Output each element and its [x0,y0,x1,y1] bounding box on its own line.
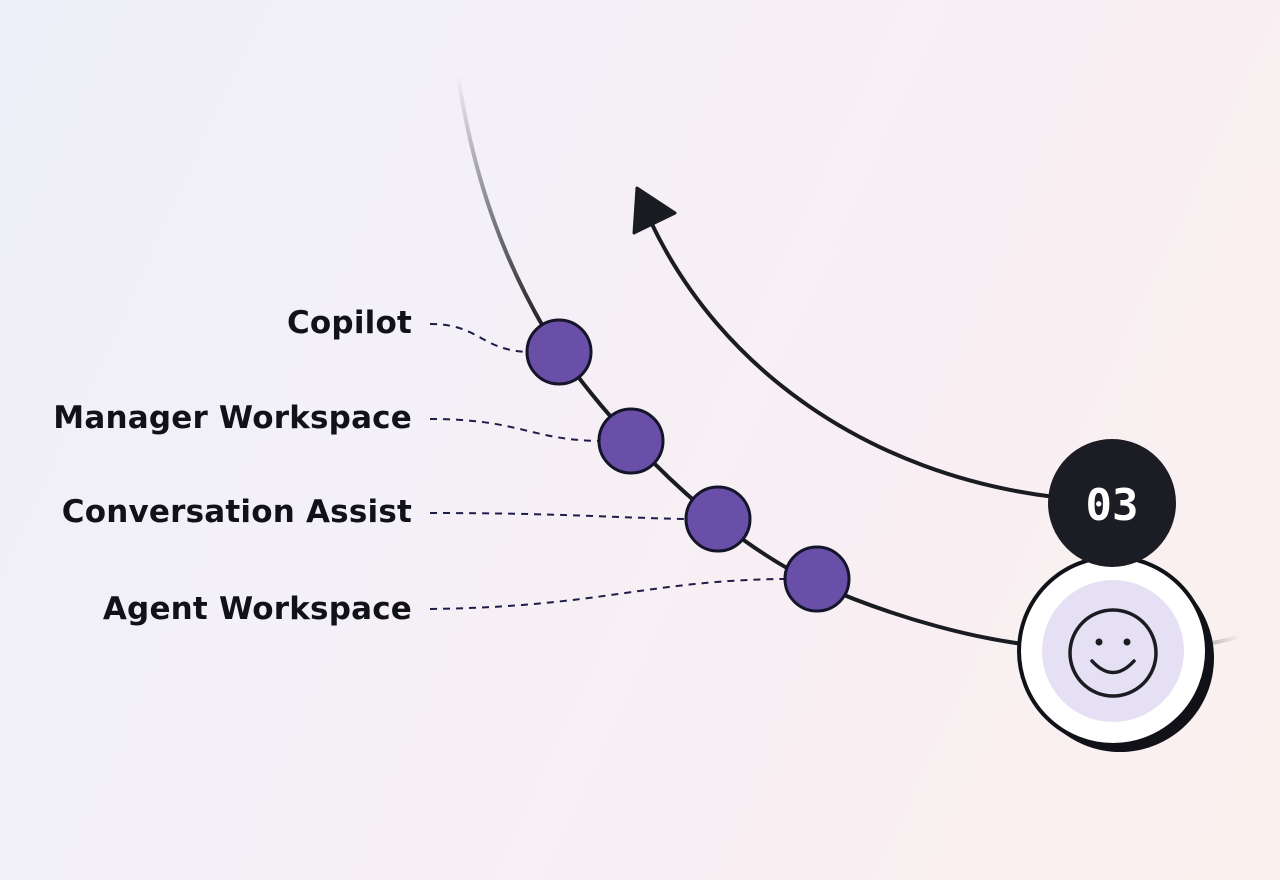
timeline-curve-faded [456,73,547,332]
connector-agent-workspace [429,578,786,610]
arrowhead-icon [632,186,677,235]
milestone-dot-copilot[interactable] [525,318,593,386]
milestone-dot-manager-workspace[interactable] [597,407,665,475]
connector-conversation-assist [429,512,688,520]
milestone-label-conversation-assist: Conversation Assist [61,494,412,530]
milestone-label-agent-workspace: Agent Workspace [102,591,412,627]
milestone-label-copilot: Copilot [286,305,412,341]
step-badge: 03 [1048,439,1176,567]
milestone-dot-agent-workspace[interactable] [783,545,851,613]
progress-arrow-curve [648,218,1057,499]
step-number: 03 [1086,480,1139,531]
connector-manager-workspace [429,418,601,442]
smiley-face-icon [1068,608,1158,698]
milestone-dot-conversation-assist[interactable] [684,485,752,553]
milestone-label-manager-workspace: Manager Workspace [53,400,412,436]
avatar [1017,555,1214,752]
connector-copilot [429,323,529,353]
